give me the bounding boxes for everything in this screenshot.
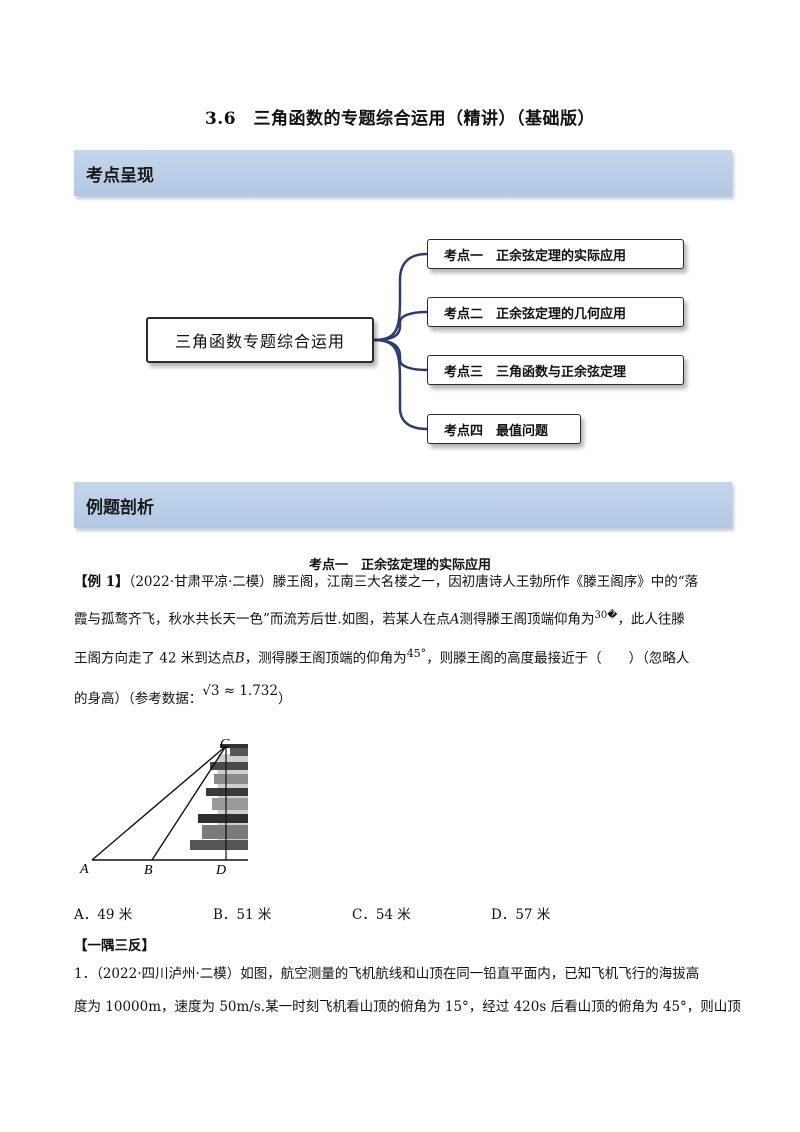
example-1-line-2: 霞与孤鹜齐飞，秋水共长天一色”而流芳后世.如图，若某人在点A测得滕王阁顶端仰角为…: [74, 610, 685, 628]
point-label-c: C: [220, 737, 230, 752]
pavilion-figure: C A B D: [79, 737, 248, 878]
page-title: 3.6 三角函数的专题综合运用（精讲）（基础版）: [204, 109, 596, 129]
example-1-text: 【例 1】（2022·甘肃平凉·二模）滕王阁，江南三大名楼之一，因初唐诗人王勃所…: [74, 566, 734, 716]
option-c[interactable]: C．54 米: [352, 907, 411, 923]
section-header-examples: 例题剖析: [74, 482, 732, 528]
mindmap-node-1: 考点一 正余弦定理的实际应用: [427, 239, 684, 269]
example-tag: 【例 1】: [74, 574, 129, 590]
mindmap-node-2: 考点二 正余弦定理的几何应用: [427, 297, 684, 327]
example-1-line-3: 王阁方向走了 42 米到达点B，测得滕王阁顶端的仰角为45°，则滕王阁的高度最接…: [74, 646, 690, 667]
option-a[interactable]: A．49 米: [74, 907, 133, 923]
reference-formula: √3 ≈ 1.732: [202, 683, 278, 699]
point-label-d: D: [215, 863, 226, 878]
section-header-label: 考点呈现: [86, 166, 154, 186]
option-b[interactable]: B．51 米: [213, 907, 272, 923]
practice-1-text: 1．（2022·四川泸州·二模）如图，航空测量的飞机航线和山顶在同一铅直平面内，…: [74, 958, 741, 1024]
practice-heading: 【一隅三反】: [74, 938, 155, 954]
section-header-exam-points: 考点呈现: [74, 150, 732, 196]
example-1-line-1: 【例 1】（2022·甘肃平凉·二模）滕王阁，江南三大名楼之一，因初唐诗人王勃所…: [74, 574, 699, 590]
topic-heading: 考点一 正余弦定理的实际应用: [308, 558, 491, 573]
section-header-label: 例题剖析: [86, 498, 154, 518]
example-1-line-4: 的身高）（参考数据：√3 ≈ 1.732）: [74, 683, 292, 707]
point-label-a: A: [79, 862, 89, 877]
practice-1-line-2: 度为 10000m，速度为 50m/s.某一时刻飞机看山顶的俯角为 15°，经过…: [74, 999, 741, 1015]
mindmap-node-3: 考点三 三角函数与正余弦定理: [427, 355, 684, 385]
mindmap-root: 三角函数专题综合运用: [146, 317, 374, 363]
option-d[interactable]: D．57 米: [491, 907, 551, 923]
point-label-b: B: [144, 863, 153, 878]
pavilion-illustration: [190, 744, 248, 850]
mindmap-node-4: 考点四 最值问题: [427, 414, 581, 444]
practice-1-line-1: 1．（2022·四川泸州·二模）如图，航空测量的飞机航线和山顶在同一铅直平面内，…: [74, 966, 700, 982]
